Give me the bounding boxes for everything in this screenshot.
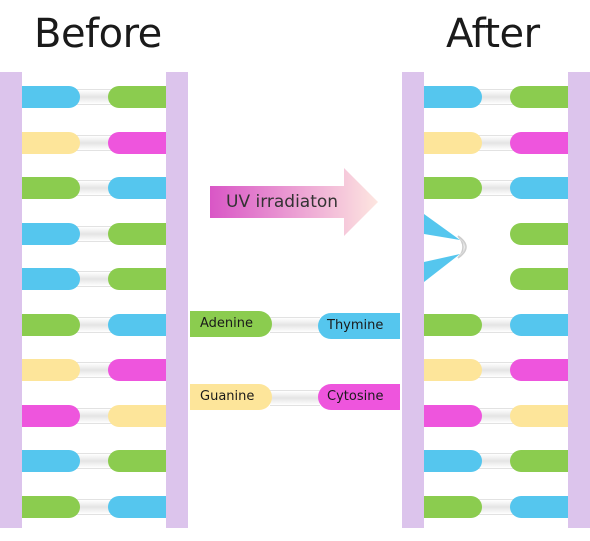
after-adenine-left xyxy=(424,177,482,199)
before-hydrogen-bond xyxy=(76,271,112,287)
after-thymine-right xyxy=(510,177,568,199)
before-adenine-left xyxy=(22,496,80,518)
before-cytosine-right xyxy=(108,132,166,154)
before-hydrogen-bond xyxy=(76,453,112,469)
after-hydrogen-bond xyxy=(478,408,514,424)
before-adenine-left xyxy=(22,314,80,336)
after-adenine-right xyxy=(510,450,568,472)
before-thymine-left xyxy=(22,450,80,472)
before-hydrogen-bond xyxy=(76,180,112,196)
before-hydrogen-bond xyxy=(76,89,112,105)
after-base-pair xyxy=(424,132,568,154)
before-title: Before xyxy=(34,11,162,57)
uv-arrow-shape xyxy=(210,168,378,236)
legend-guanine-cytosine-link xyxy=(270,390,320,406)
before-thymine-left xyxy=(22,86,80,108)
after-thymine-right xyxy=(510,314,568,336)
thymine-dimer-upper-wedge xyxy=(424,214,460,240)
after-base-pair xyxy=(424,177,568,199)
after-base-pair xyxy=(424,223,568,245)
before-hydrogen-bond xyxy=(76,135,112,151)
thymine-dimer xyxy=(424,214,467,282)
before-cytosine-left xyxy=(22,405,80,427)
before-thymine-left xyxy=(22,268,80,290)
before-adenine-right xyxy=(108,223,166,245)
before-adenine-right xyxy=(108,268,166,290)
before-adenine-right xyxy=(108,86,166,108)
after-base-pair xyxy=(424,86,568,108)
before-hydrogen-bond xyxy=(76,408,112,424)
uv-arrow xyxy=(210,168,378,236)
before-thymine-right xyxy=(108,177,166,199)
legend-cytosine: Cytosine xyxy=(318,384,400,410)
legend-thymine: Thymine xyxy=(318,313,400,339)
legend-guanine: Guanine xyxy=(190,384,272,410)
before-right-backbone xyxy=(166,72,188,528)
after-hydrogen-bond xyxy=(478,317,514,333)
before-thymine-left xyxy=(22,223,80,245)
before-base-pair xyxy=(22,405,166,427)
after-base-pair xyxy=(424,450,568,472)
before-hydrogen-bond xyxy=(76,317,112,333)
after-thymine-left xyxy=(424,450,482,472)
before-hydrogen-bond xyxy=(76,499,112,515)
before-left-backbone xyxy=(0,72,22,528)
after-guanine-left xyxy=(424,132,482,154)
before-base-pair xyxy=(22,223,166,245)
thymine-dimer-bond xyxy=(457,235,467,259)
before-base-pair xyxy=(22,314,166,336)
after-base-pair xyxy=(424,359,568,381)
after-adenine-left xyxy=(424,496,482,518)
thymine-dimer-bond-inner xyxy=(459,238,466,256)
before-thymine-right xyxy=(108,496,166,518)
before-guanine-left xyxy=(22,359,80,381)
after-thymine-right xyxy=(510,496,568,518)
after-base-pair xyxy=(424,314,568,336)
after-cytosine-right xyxy=(510,132,568,154)
after-hydrogen-bond xyxy=(478,89,514,105)
uv-arrow-label: UV irradiaton xyxy=(226,192,339,212)
before-guanine-right xyxy=(108,405,166,427)
before-base-pair xyxy=(22,496,166,518)
after-base-pair xyxy=(424,405,568,427)
after-hydrogen-bond xyxy=(478,499,514,515)
after-hydrogen-bond xyxy=(478,135,514,151)
after-hydrogen-bond xyxy=(478,453,514,469)
before-thymine-right xyxy=(108,314,166,336)
after-adenine-right xyxy=(510,223,568,245)
before-base-pair xyxy=(22,132,166,154)
before-base-pair xyxy=(22,177,166,199)
after-hydrogen-bond xyxy=(478,180,514,196)
after-hydrogen-bond xyxy=(478,362,514,378)
before-guanine-left xyxy=(22,132,80,154)
after-base-pair xyxy=(424,496,568,518)
before-base-pair xyxy=(22,268,166,290)
after-thymine-left xyxy=(424,86,482,108)
after-cytosine-left xyxy=(424,405,482,427)
after-cytosine-right xyxy=(510,359,568,381)
after-adenine-left xyxy=(424,314,482,336)
after-base-pair xyxy=(424,268,568,290)
after-guanine-right xyxy=(510,405,568,427)
before-base-pair xyxy=(22,450,166,472)
after-right-backbone xyxy=(568,72,590,528)
before-hydrogen-bond xyxy=(76,226,112,242)
thymine-dimer-lower-wedge xyxy=(424,254,460,282)
after-title: After xyxy=(446,11,540,57)
after-adenine-right xyxy=(510,86,568,108)
legend-adenine-thymine-link xyxy=(270,317,320,333)
before-cytosine-right xyxy=(108,359,166,381)
before-adenine-right xyxy=(108,450,166,472)
after-adenine-right xyxy=(510,268,568,290)
before-base-pair xyxy=(22,86,166,108)
legend-adenine: Adenine xyxy=(190,311,272,337)
after-left-backbone xyxy=(402,72,424,528)
before-adenine-left xyxy=(22,177,80,199)
before-base-pair xyxy=(22,359,166,381)
before-hydrogen-bond xyxy=(76,362,112,378)
after-guanine-left xyxy=(424,359,482,381)
